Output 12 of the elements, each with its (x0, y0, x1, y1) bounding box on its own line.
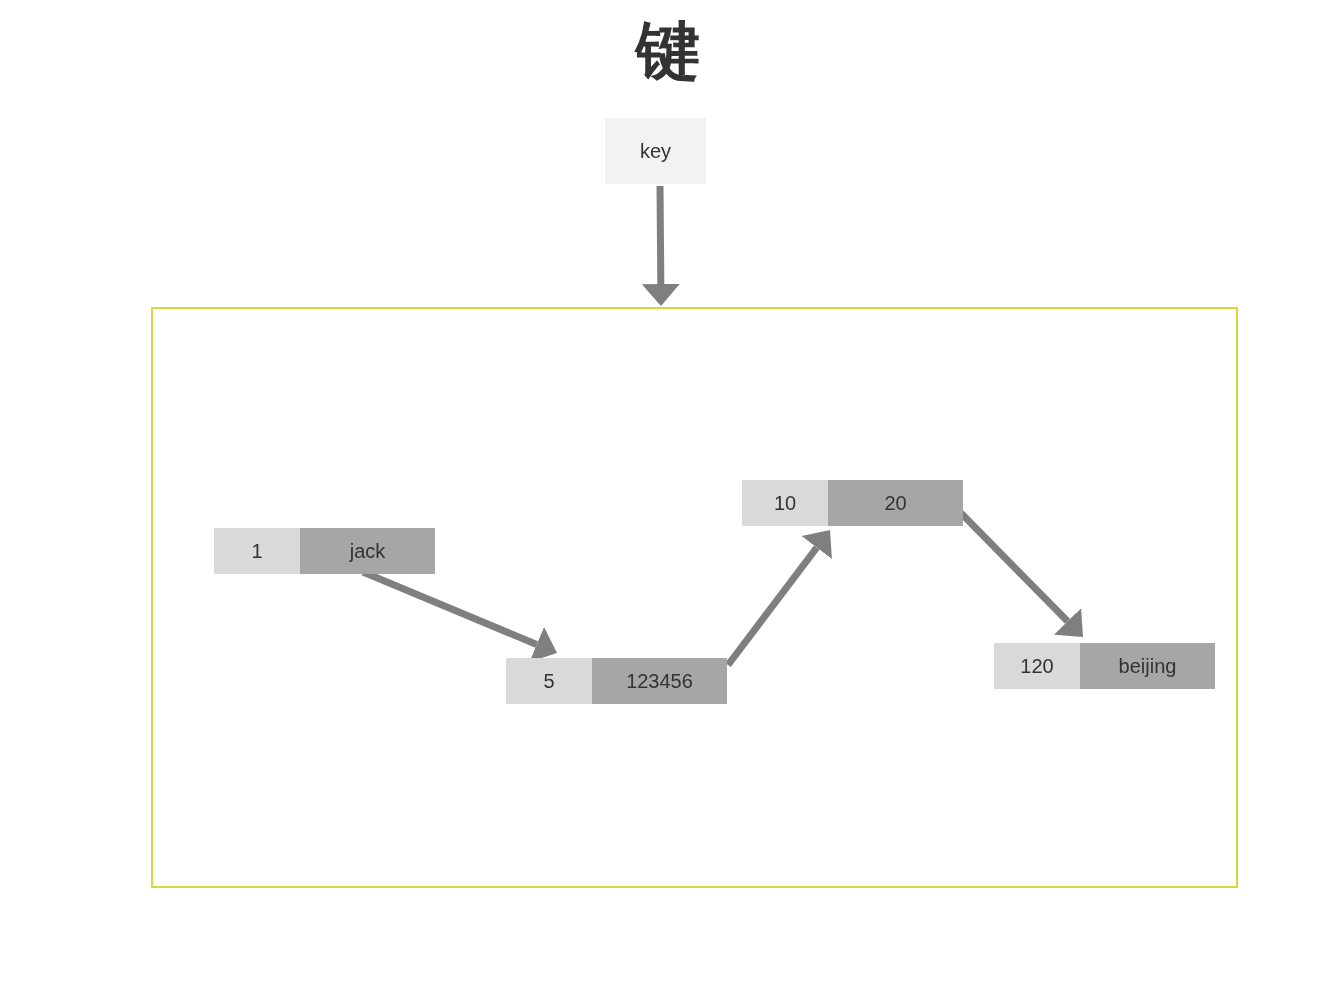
container-box (151, 307, 1238, 888)
value-cell: jack (300, 528, 435, 574)
key-cell: 10 (742, 480, 828, 526)
key-cell: 5 (506, 658, 592, 704)
arrow (641, 185, 680, 306)
key-box: key (605, 118, 706, 184)
title: 键 (636, 14, 700, 88)
value-cell: 123456 (592, 658, 727, 704)
key-cell: 1 (214, 528, 300, 574)
value-cell: beijing (1080, 643, 1215, 689)
value-cell: 20 (828, 480, 963, 526)
key-cell: 120 (994, 643, 1080, 689)
